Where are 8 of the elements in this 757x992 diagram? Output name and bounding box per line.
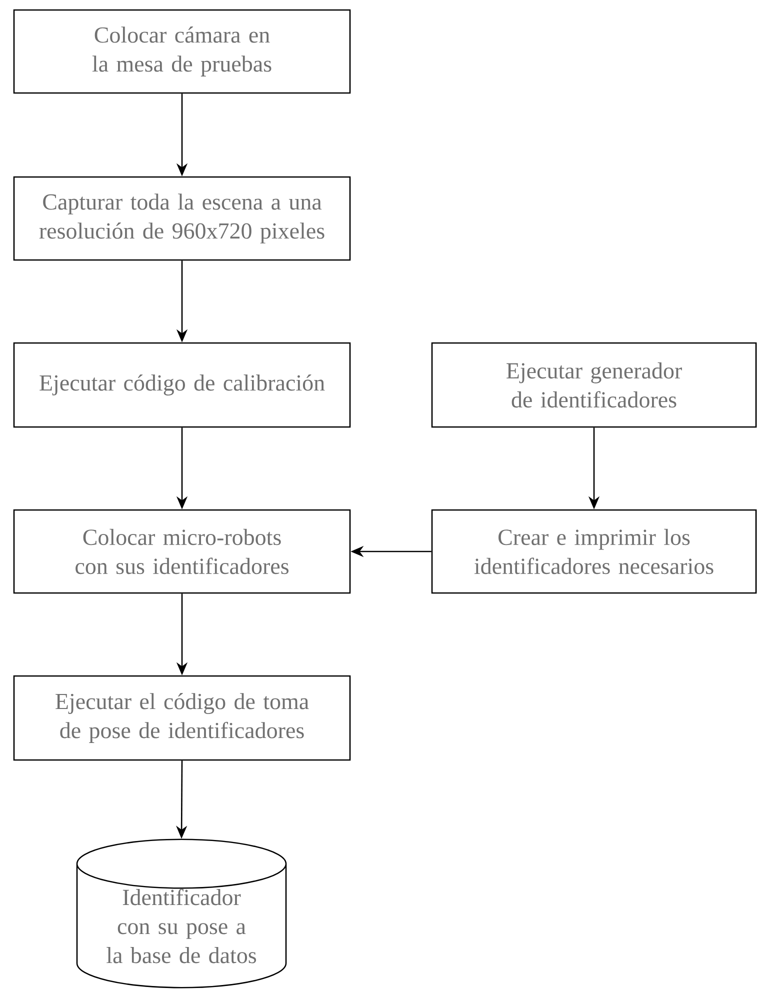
- process-box: Crear e imprimir los identificadores necesarios: [431, 509, 757, 594]
- process-box: Colocar micro-robots con sus identificadores: [13, 509, 351, 594]
- process-box: Capturar toda la escena a una resolución de 960x720 pixeles: [13, 176, 351, 261]
- process-box: Ejecutar código de calibración: [13, 342, 351, 428]
- process-box: Ejecutar generador de identificadores: [431, 342, 757, 428]
- process-box: Colocar cámara en la mesa de pruebas: [13, 9, 351, 94]
- process-box: Ejecutar el código de toma de pose de identificadores: [13, 675, 351, 761]
- database-cylinder: Identificador con su pose a la base de datos: [76, 838, 287, 988]
